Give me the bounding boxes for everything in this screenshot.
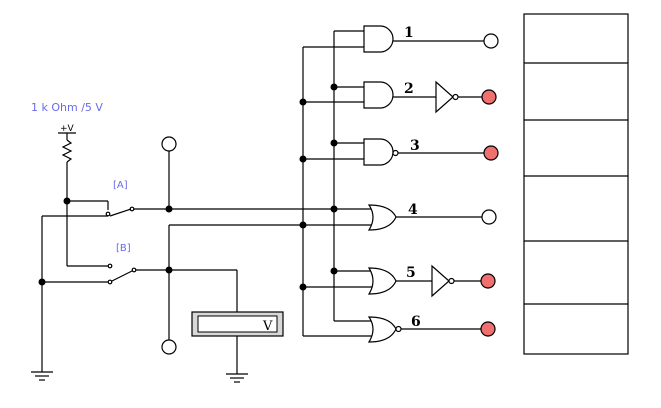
gate-5-number: 5 xyxy=(406,265,416,281)
voltmeter: V xyxy=(191,311,284,337)
supply-label: 1 k Ohm /5 V xyxy=(31,101,103,114)
gate-3-bubble xyxy=(392,149,399,157)
pullup-resistor xyxy=(61,139,73,163)
switch-a[interactable] xyxy=(105,206,135,217)
supply-plus-label: +V xyxy=(60,124,75,134)
voltmeter-unit: V xyxy=(262,319,273,334)
inverter-2 xyxy=(435,80,454,114)
gate-2-number: 2 xyxy=(404,81,414,97)
junction-dot xyxy=(38,278,46,286)
output-lamp-4 xyxy=(481,209,497,225)
gate-4-or xyxy=(367,204,397,231)
gate-6-number: 6 xyxy=(411,314,421,330)
gate-3-number: 3 xyxy=(410,138,420,154)
gate-5-or xyxy=(367,267,397,295)
output-lamp-3 xyxy=(483,145,499,161)
inverter-5 xyxy=(431,264,450,298)
gate-2-and xyxy=(363,81,394,109)
output-lamp-6 xyxy=(480,321,496,337)
probe-b-lamp xyxy=(161,339,177,355)
probe-a-lamp xyxy=(161,136,177,152)
output-lamp-5 xyxy=(480,273,496,289)
gate-3-nand xyxy=(363,138,394,166)
junction-dot xyxy=(165,266,173,274)
inverter-5-bubble xyxy=(448,277,455,285)
junction-dot xyxy=(165,205,173,213)
output-lamp-1 xyxy=(483,33,499,49)
gate-1-and xyxy=(363,25,394,53)
switch-a-label: [A] xyxy=(113,180,128,191)
gate-6-nor xyxy=(367,316,397,343)
inverter-2-bubble xyxy=(452,93,459,101)
switch-b-label: [B] xyxy=(116,243,131,254)
junction-dot xyxy=(63,197,71,205)
switch-b[interactable] xyxy=(107,263,137,285)
gate-4-number: 4 xyxy=(408,202,418,218)
ground-symbol-right xyxy=(226,373,248,383)
gate-1-number: 1 xyxy=(404,25,414,41)
gate-6-bubble xyxy=(395,325,402,333)
output-table xyxy=(523,13,629,355)
output-lamp-2 xyxy=(481,89,497,105)
ground-symbol-left xyxy=(31,371,53,381)
